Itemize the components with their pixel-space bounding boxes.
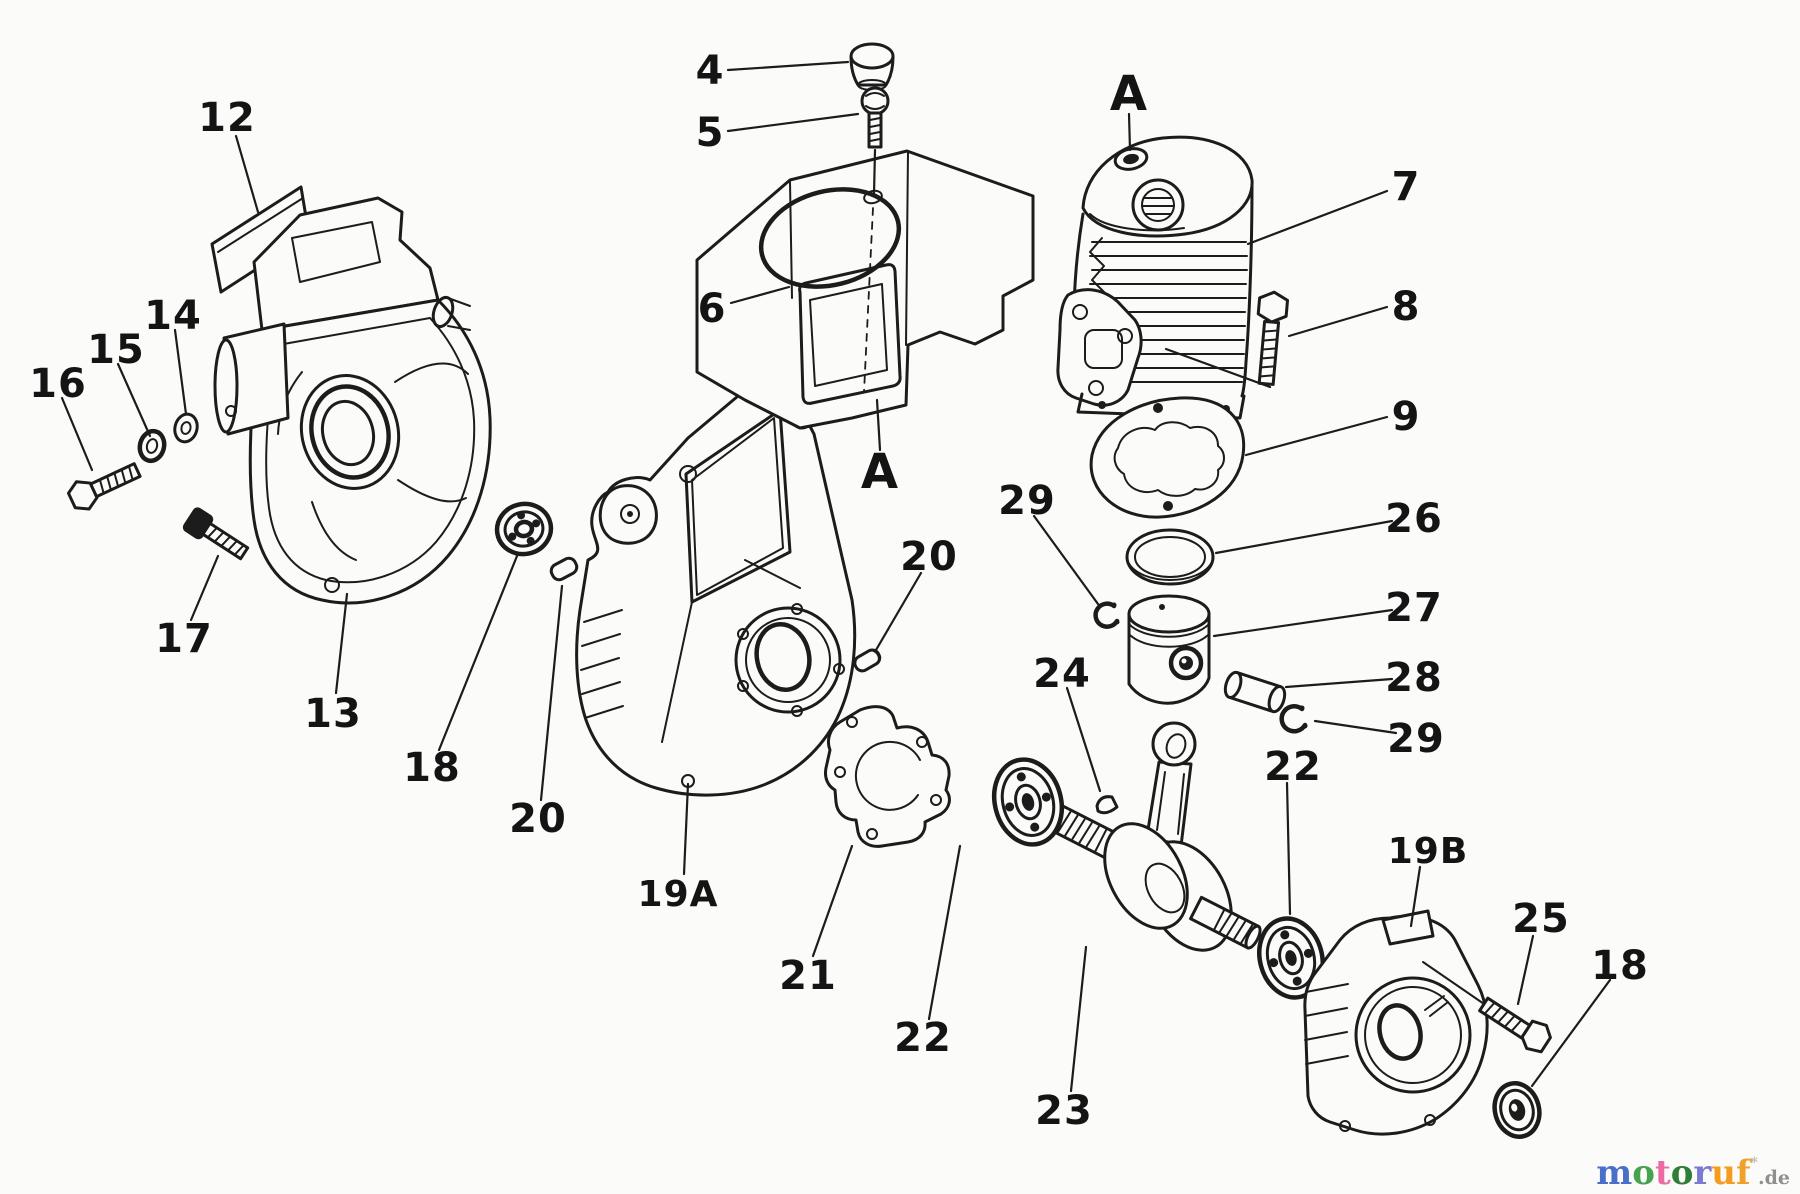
bearing-22-left-illustration [991,757,1065,847]
callout-15: 15 [87,327,145,373]
cylinder-gasket-illustration [1089,396,1246,519]
bearing-18-left-illustration [494,501,554,557]
callout-16: 16 [29,361,87,407]
circlip-29-left-illustration [1093,601,1120,629]
lock-washer-15-illustration [137,428,167,464]
cap-4-illustration [849,42,895,91]
callout-17: 17 [155,616,213,662]
cylinder-shroud-illustration [695,149,1035,430]
callout-labels: 4 5 6 7 8 9 12 13 14 15 16 17 18 18 19A … [29,48,1649,1134]
callout-19a: 19A [638,874,719,915]
bearing-22-right-illustration [1257,916,1325,1000]
fan-housing-illustration [213,196,492,605]
bolt-16-illustration [66,462,142,511]
callout-29-left: 29 [998,478,1056,524]
callout-12: 12 [198,95,256,141]
watermark-suffix: .de [1758,1167,1790,1189]
dowel-pin-20-left-illustration [549,556,579,582]
callout-20-left: 20 [509,796,567,842]
circlip-29-right-illustration [1279,704,1308,734]
callout-9: 9 [1392,394,1421,440]
callout-14: 14 [144,293,202,339]
watermark: motoruf*.de [1596,1156,1790,1190]
woodruff-key-illustration [1095,795,1119,815]
callout-28: 28 [1385,655,1443,701]
bolt-25-illustration [1478,996,1552,1054]
callout-19b: 19B [1388,831,1469,872]
screw-5-illustration [860,86,890,196]
callout-a-top: A [1110,66,1148,122]
crankcase-19b-illustration [1303,909,1489,1136]
bolt-8-illustration [1256,290,1290,386]
callout-21: 21 [779,953,837,999]
callout-22-bottom: 22 [894,1015,952,1061]
dowel-pin-20-right-illustration [853,648,882,673]
callout-5: 5 [696,110,725,156]
washer-14-illustration [173,412,199,444]
callout-22-top: 22 [1264,744,1322,790]
callout-26: 26 [1385,496,1443,542]
piston-illustration [1127,594,1211,705]
callout-8: 8 [1392,284,1421,330]
cylinder-illustration [1056,135,1254,420]
callout-25: 25 [1512,896,1570,942]
callout-20-right: 20 [900,534,958,580]
callout-7: 7 [1392,164,1421,210]
callout-13: 13 [304,691,362,737]
callout-23: 23 [1035,1088,1093,1134]
watermark-letters: motoruf [1596,1153,1751,1193]
callout-6: 6 [698,286,727,332]
piston-pin-illustration [1223,670,1287,714]
callout-18-left: 18 [403,745,461,791]
crankcase-19a-illustration [575,387,857,797]
piston-ring-illustration [1125,528,1215,586]
callout-a-middle: A [861,444,899,500]
seal-18-right-illustration [1492,1081,1542,1139]
leader-lines [60,60,1612,1093]
screw-17-illustration [182,507,250,561]
callout-29-right: 29 [1387,716,1445,762]
callout-4: 4 [696,48,725,94]
callout-27: 27 [1385,585,1443,631]
callout-24: 24 [1033,651,1091,697]
callout-18-right: 18 [1591,943,1649,989]
crankcase-gasket-illustration [824,705,951,848]
watermark-trademark: * [1750,1155,1758,1171]
crankshaft-illustration [1041,721,1262,952]
